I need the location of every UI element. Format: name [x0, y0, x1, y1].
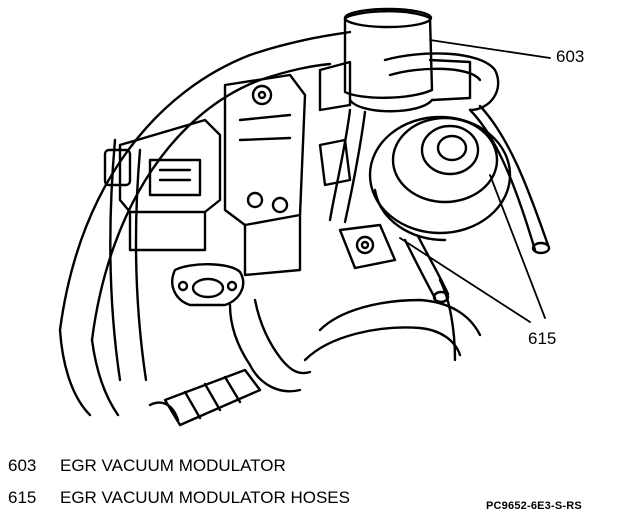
egr-vacuum-modulator	[318, 7, 472, 113]
throttle-body	[103, 118, 222, 252]
legend-text: EGR VACUUM MODULATOR HOSES	[60, 488, 350, 507]
egr-engine-line-drawing	[58, 7, 551, 427]
left-vertical-pipe	[109, 138, 122, 382]
leader-615-a	[489, 174, 546, 319]
callout-603: 603	[556, 47, 585, 66]
leader-603	[429, 39, 551, 59]
modulator-hoses	[328, 52, 551, 304]
lower-tube	[228, 298, 312, 393]
legend-number: 615	[8, 488, 37, 507]
right-pipe	[318, 298, 482, 337]
legend-number: 603	[8, 456, 37, 475]
mounting-bracket	[318, 138, 397, 270]
legend-item-603: 603 EGR VACUUM MODULATOR	[8, 457, 286, 474]
engine-shroud-outline	[58, 30, 352, 332]
egr-flange	[171, 263, 245, 307]
engine-shroud-inner	[90, 62, 332, 342]
legend-text: EGR VACUUM MODULATOR	[60, 456, 286, 475]
leader-615-b	[399, 237, 531, 323]
legend-item-615: 615 EGR VACUUM MODULATOR HOSES	[8, 489, 350, 506]
hose-clamp	[148, 368, 262, 427]
intake-manifold-block	[223, 73, 307, 277]
callout-615: 615	[528, 329, 557, 348]
figure-code: PC9652-6E3-S-RS	[486, 500, 582, 512]
